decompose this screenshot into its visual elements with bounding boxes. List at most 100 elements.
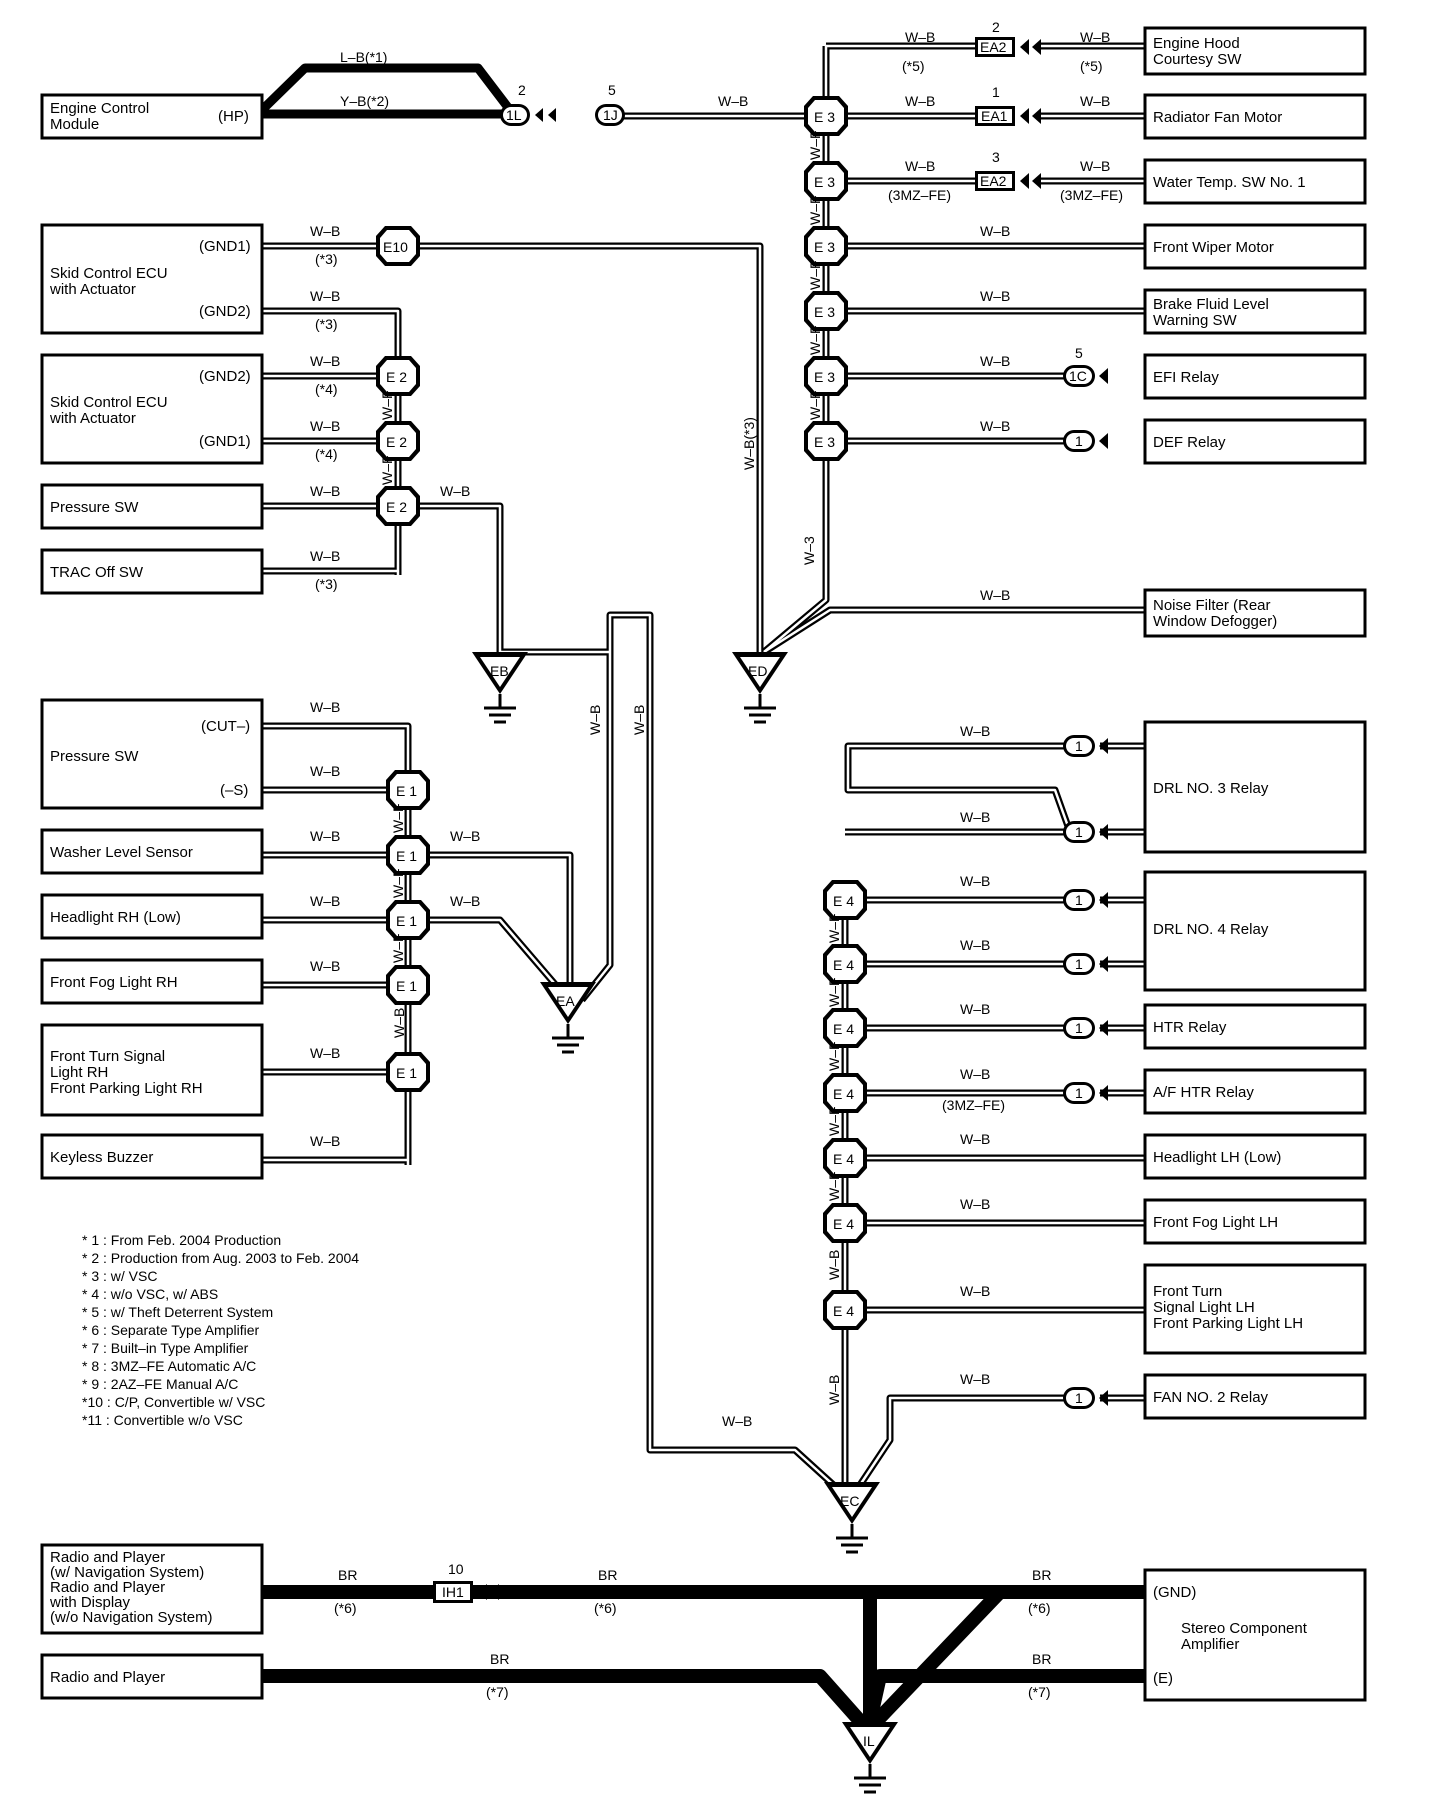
pressure-sw-1: Pressure SW	[40, 483, 264, 530]
svg-text:W–F: W–F	[379, 455, 395, 485]
svg-text:W–F: W–F	[826, 977, 842, 1007]
svg-text:with Actuator: with Actuator	[49, 281, 136, 298]
radio-and-player-navigation: Radio and Player (w/ Navigation System) …	[40, 1543, 264, 1635]
connector-arrow	[1099, 1390, 1108, 1406]
engine-control-module: Engine Control Module (HP)	[40, 93, 264, 140]
junction-e4: E 4	[823, 1290, 867, 1330]
male-connector-arrow	[535, 108, 543, 122]
svg-text:* 9 : 2AZ–FE Manual A/C: * 9 : 2AZ–FE Manual A/C	[82, 1376, 238, 1392]
svg-text:DEF Relay: DEF Relay	[1153, 434, 1226, 451]
svg-text:W–B: W–B	[631, 705, 647, 735]
svg-text:W–B: W–B	[1080, 93, 1110, 109]
svg-text:Washer Level Sensor: Washer Level Sensor	[50, 844, 193, 861]
svg-text:W–F: W–F	[390, 803, 406, 833]
svg-text:(*6): (*6)	[594, 1600, 617, 1616]
svg-text:W–B: W–B	[1080, 158, 1110, 174]
ground-il: IL	[840, 1720, 900, 1794]
stereo-component-amplifier: (GND) Stereo Component Amplifier (E)	[1143, 1568, 1367, 1702]
svg-text:E 1: E 1	[396, 913, 417, 929]
svg-text:* 1 : From Feb. 2004 Producti: * 1 : From Feb. 2004 Production	[82, 1232, 281, 1248]
svg-text:(w/o Navigation System): (w/o Navigation System)	[50, 1609, 213, 1626]
junction-e3: E 3	[804, 291, 848, 331]
svg-text:(GND1): (GND1)	[199, 238, 251, 255]
radio-and-player: Radio and Player	[40, 1653, 264, 1700]
svg-text:W–F: W–F	[807, 130, 823, 160]
svg-text:DRL NO. 3 Relay: DRL NO. 3 Relay	[1153, 780, 1269, 797]
svg-text:(CUT–): (CUT–)	[201, 718, 250, 735]
water-temp-sw: Water Temp. SW No. 1	[1143, 158, 1367, 205]
drl-no3-relay: DRL NO. 3 Relay	[1143, 720, 1367, 854]
svg-text:(3MZ–FE): (3MZ–FE)	[1060, 187, 1123, 203]
connector-arrow	[1099, 433, 1108, 449]
ground-ea: EA	[538, 980, 598, 1054]
junction-e4: E 4	[823, 944, 867, 984]
svg-text:Front Parking Light RH: Front Parking Light RH	[50, 1080, 203, 1097]
headlight-lh-low: Headlight LH (Low)	[1143, 1133, 1367, 1180]
svg-text:Engine Hood: Engine Hood	[1153, 35, 1240, 52]
pin-number: 2	[992, 19, 1000, 35]
connector-arrow	[1020, 108, 1029, 124]
svg-text:E 3: E 3	[814, 304, 835, 320]
thick-wires	[258, 63, 1145, 1735]
svg-text:* 7 : Built–in Type Amplifier: * 7 : Built–in Type Amplifier	[82, 1340, 249, 1356]
female-connector-arrow	[548, 108, 556, 122]
svg-text:E 1: E 1	[396, 848, 417, 864]
svg-text:Headlight LH (Low): Headlight LH (Low)	[1153, 1149, 1281, 1166]
svg-text:W–B: W–B	[960, 1001, 990, 1017]
svg-text:E 2: E 2	[386, 499, 407, 515]
svg-text:Skid Control ECU: Skid Control ECU	[50, 265, 168, 282]
svg-text:W–B: W–B	[980, 288, 1010, 304]
svg-text:(*6): (*6)	[1028, 1600, 1051, 1616]
svg-text:W–B: W–B	[905, 158, 935, 174]
connector-ea2: EA2	[975, 37, 1015, 57]
junction-e1: E 1	[386, 965, 430, 1005]
svg-text:BR: BR	[598, 1567, 617, 1583]
svg-text:Signal Light LH: Signal Light LH	[1153, 1299, 1255, 1316]
svg-text:W–B: W–B	[310, 548, 340, 564]
svg-text:EA2: EA2	[980, 173, 1007, 189]
svg-text:W–B: W–B	[1080, 29, 1110, 45]
engine-hood-courtesy-sw: Engine Hood Courtesy SW	[1143, 26, 1367, 76]
svg-text:(*5): (*5)	[1080, 58, 1103, 74]
svg-text:Water Temp. SW No. 1: Water Temp. SW No. 1	[1153, 174, 1306, 191]
svg-text:1: 1	[1075, 1020, 1083, 1036]
svg-text:(*5): (*5)	[902, 58, 925, 74]
connector-arrow	[1032, 108, 1041, 124]
connector-1: 1	[1063, 735, 1095, 757]
svg-text:W–B: W–B	[980, 587, 1010, 603]
svg-text:Pressure SW: Pressure SW	[50, 499, 139, 516]
pin-number: 5	[1075, 345, 1083, 361]
connector-arrow	[1099, 956, 1108, 972]
pressure-sw-2: Pressure SW (CUT–) (–S)	[40, 698, 264, 810]
svg-text:(*4): (*4)	[315, 381, 338, 397]
svg-text:E 4: E 4	[833, 1021, 854, 1037]
svg-text:BR: BR	[1032, 1567, 1051, 1583]
svg-text:Front Fog Light LH: Front Fog Light LH	[1153, 1214, 1278, 1231]
front-turn-signal-rh: Front Turn Signal Light RH Front Parking…	[40, 1023, 264, 1117]
svg-text:*11 : Convertible w/o VSC: *11 : Convertible w/o VSC	[82, 1412, 243, 1428]
connector-1c: 1C	[1063, 365, 1095, 387]
svg-text:(*7): (*7)	[1028, 1684, 1051, 1700]
front-wiper-motor: Front Wiper Motor	[1143, 223, 1367, 270]
svg-text:Noise Filter (Rear: Noise Filter (Rear	[1153, 597, 1271, 614]
svg-text:* 6 : Separate Type Amplifier: * 6 : Separate Type Amplifier	[82, 1322, 260, 1338]
connector-1: 1	[1063, 1082, 1095, 1104]
pin-number: 1	[992, 84, 1000, 100]
svg-text:E 3: E 3	[814, 434, 835, 450]
ground-eb: EB	[470, 650, 530, 724]
def-relay: DEF Relay	[1143, 418, 1367, 465]
svg-text:1: 1	[1075, 433, 1083, 449]
svg-text:W–B: W–B	[905, 29, 935, 45]
connector-arrow	[490, 1584, 499, 1600]
svg-text:(w/ Navigation System): (w/ Navigation System)	[50, 1564, 204, 1581]
svg-text:HTR Relay: HTR Relay	[1153, 1019, 1227, 1036]
svg-text:W–B: W–B	[310, 223, 340, 239]
connector-1l: 1L	[500, 104, 530, 126]
svg-text:W–B: W–B	[587, 705, 603, 735]
svg-text:(GND2): (GND2)	[199, 303, 251, 320]
svg-text:(*3): (*3)	[315, 251, 338, 267]
svg-text:DRL NO. 4 Relay: DRL NO. 4 Relay	[1153, 921, 1269, 938]
svg-text:W–B: W–B	[310, 418, 340, 434]
svg-text:W–B: W–B	[960, 873, 990, 889]
